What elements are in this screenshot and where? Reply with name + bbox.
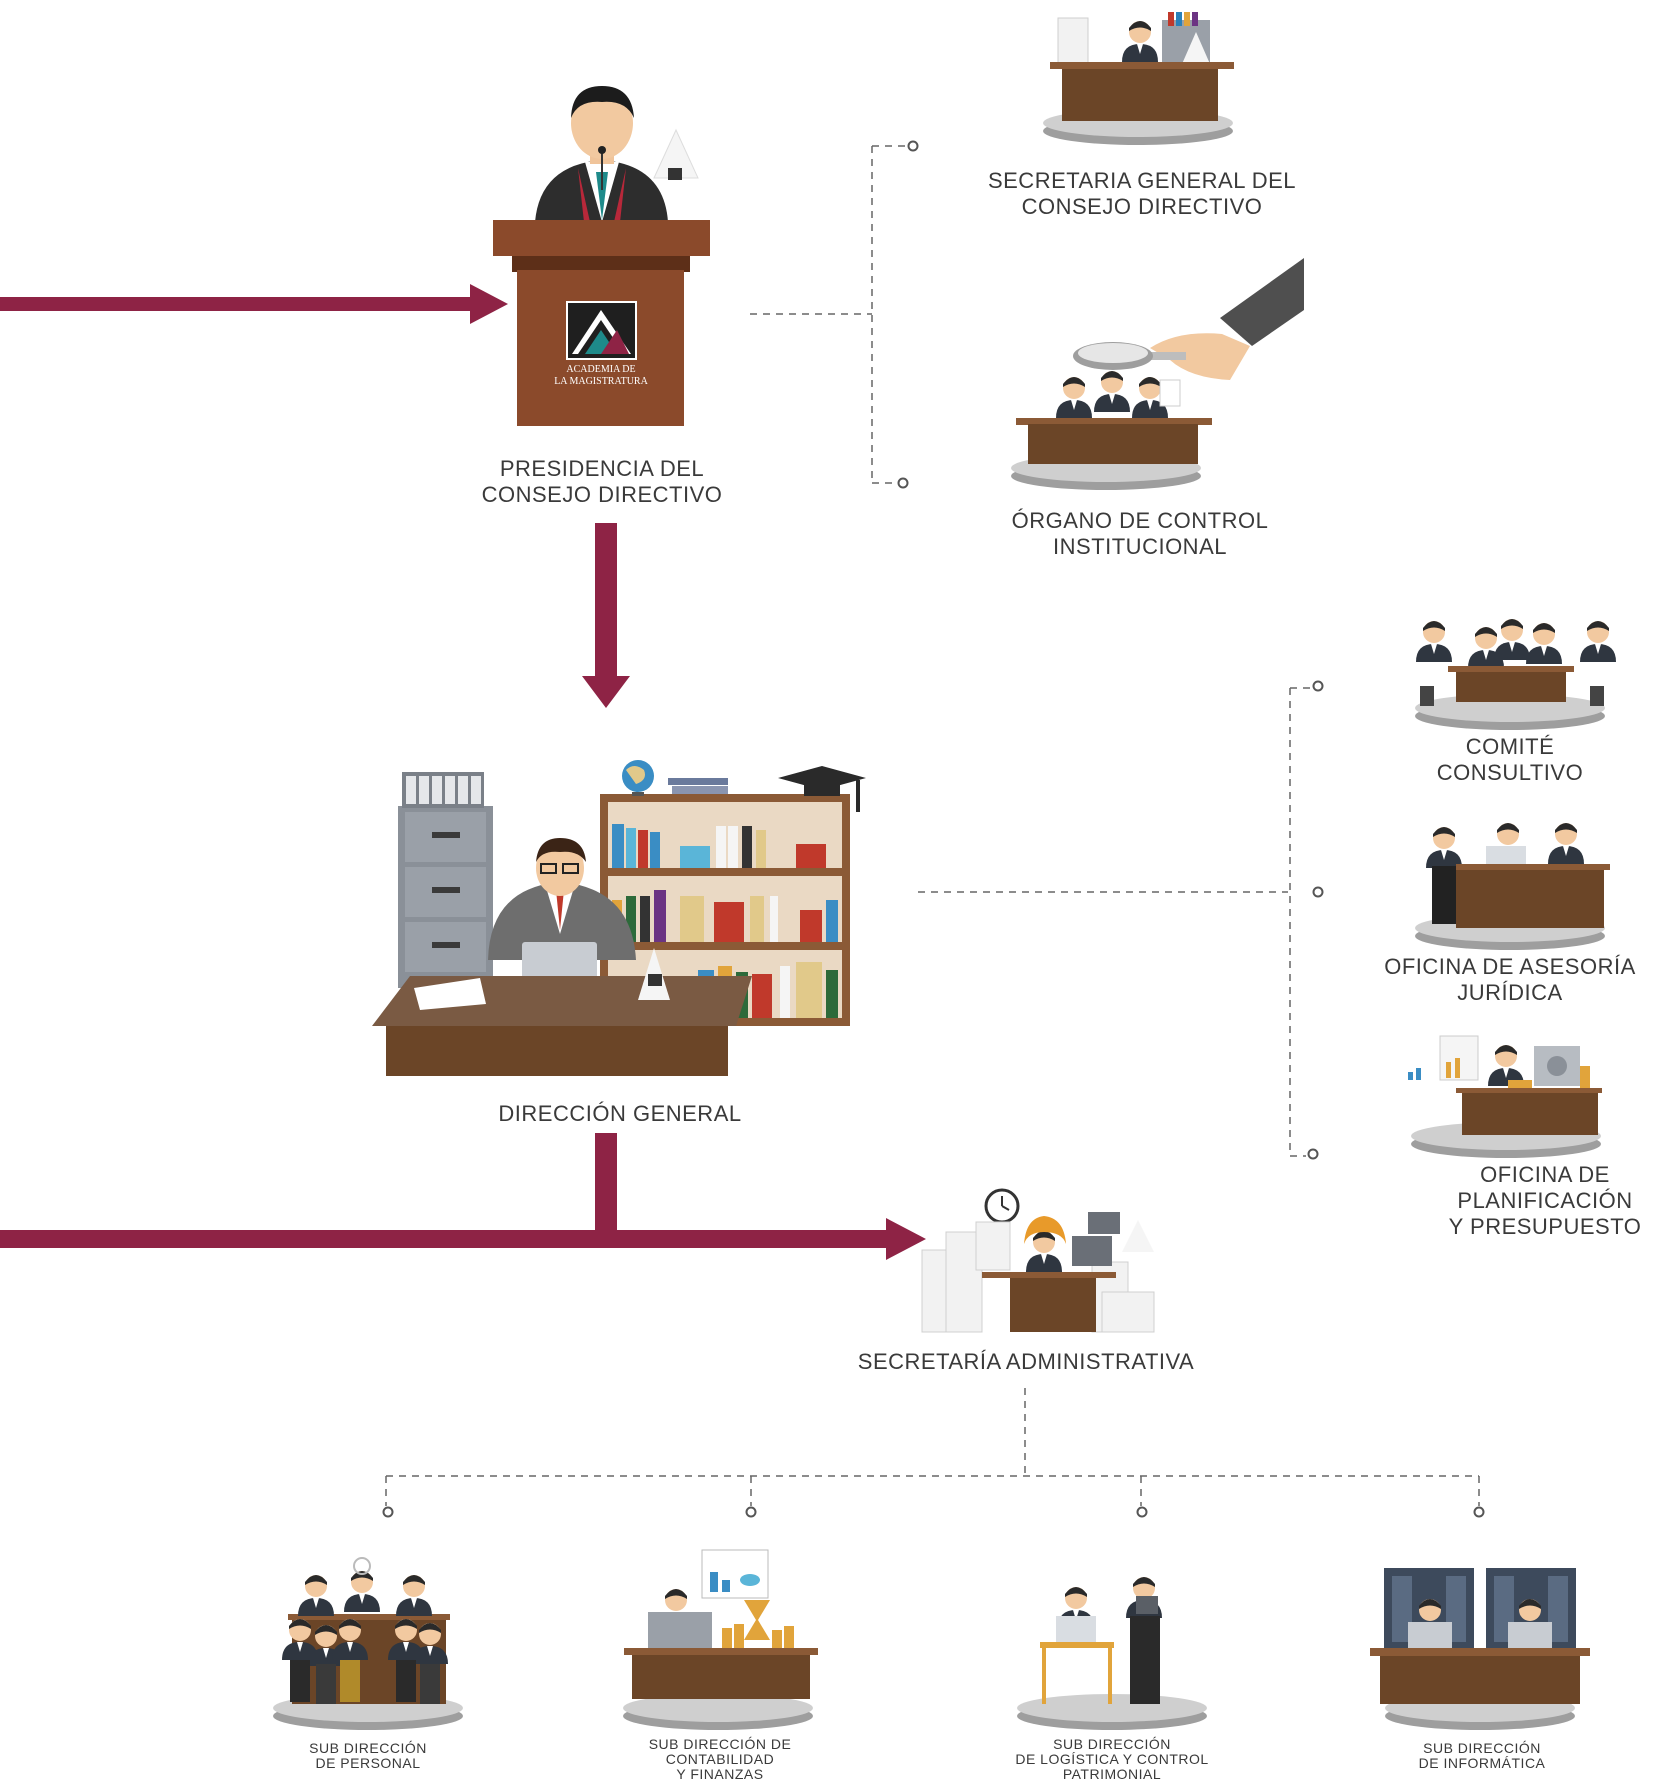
label-secretaria-general-line-2: CONSEJO DIRECTIVO: [1021, 194, 1263, 219]
connector-dot-asesoria: [1312, 886, 1324, 898]
label-sub-logistica-line-3: PATRIMONIAL: [1062, 1766, 1162, 1782]
legal-team-icon: [1415, 823, 1610, 950]
label-comite-line-1: COMITÉ: [1465, 734, 1555, 759]
label-organo-control: ÓRGANO DE CONTROL INSTITUCIONAL: [990, 508, 1290, 560]
arrow-direccion-to-secretaria-admin: [0, 1133, 926, 1260]
planning-budget-icon: [1408, 1035, 1602, 1158]
logo-line-2: LA MAGISTRATURA: [554, 376, 648, 387]
label-planificacion-line-2: PLANIFICACIÓN: [1457, 1188, 1633, 1213]
label-presidencia: PRESIDENCIA DEL CONSEJO DIRECTIVO: [462, 456, 742, 508]
label-sub-logistica: SUB DIRECCIÓN DE LOGÍSTICA Y CONTROL PAT…: [1002, 1737, 1222, 1782]
connector-dot-sub-personal: [382, 1506, 394, 1518]
arrow-presidencia-to-direccion: [582, 523, 630, 708]
label-sub-informatica: SUB DIRECCIÓN DE INFORMÁTICA: [1392, 1741, 1572, 1771]
connector-direccion-branch: [918, 687, 1310, 1157]
arrow-into-presidencia: [0, 284, 508, 324]
connector-dot-planificacion: [1307, 1148, 1319, 1160]
label-sub-personal-line-1: SUB DIRECCIÓN: [309, 1740, 427, 1756]
secretary-desk-icon: [1043, 12, 1234, 145]
label-planificacion-line-3: Y PRESUPUESTO: [1448, 1214, 1642, 1239]
academia-logo: ACADEMIA DE LA MAGISTRATURA: [554, 301, 649, 387]
label-sub-logistica-line-1: SUB DIRECCIÓN: [1053, 1736, 1171, 1752]
magnifier-audit-icon: [1011, 258, 1304, 490]
label-asesoria: OFICINA DE ASESORÍA JURÍDICA: [1370, 954, 1650, 1006]
label-organo-control-line-1: ÓRGANO DE CONTROL: [1011, 508, 1269, 533]
label-secretaria-general-line-1: SECRETARIA GENERAL DEL: [987, 168, 1297, 193]
connector-dot-secretaria-general: [907, 140, 919, 152]
label-sub-informatica-line-2: DE INFORMÁTICA: [1418, 1755, 1546, 1771]
label-direccion-general-line-1: DIRECCIÓN GENERAL: [498, 1101, 742, 1126]
director-office-icon: [372, 760, 866, 1076]
label-asesoria-line-1: OFICINA DE ASESORÍA: [1384, 954, 1636, 979]
label-sub-contabilidad-line-3: Y FINANZAS: [676, 1766, 764, 1782]
label-sub-contabilidad: SUB DIRECCIÓN DE CONTABILIDAD Y FINANZAS: [628, 1737, 812, 1782]
logo-line-1: ACADEMIA DE: [566, 364, 635, 375]
staff-group-icon: [273, 1557, 463, 1730]
podium-speaker-icon: ACADEMIA DE LA MAGISTRATURA: [493, 86, 710, 426]
label-sub-informatica-line-1: SUB DIRECCIÓN: [1423, 1740, 1541, 1756]
connector-presidencia-branch: [750, 145, 906, 484]
label-secretaria-admin-line-1: SECRETARÍA ADMINISTRATIVA: [857, 1349, 1195, 1374]
label-presidencia-line-2: CONSEJO DIRECTIVO: [481, 482, 723, 507]
meeting-table-icon: [1415, 619, 1616, 730]
label-sub-contabilidad-line-1: SUB DIRECCIÓN DE: [648, 1736, 792, 1752]
label-comite: COMITÉ CONSULTIVO: [1410, 734, 1610, 786]
connector-secretaria-admin-branch: [385, 1388, 1480, 1506]
label-sub-logistica-line-2: DE LOGÍSTICA Y CONTROL: [1015, 1751, 1209, 1767]
connector-dot-sub-logistica: [1136, 1506, 1148, 1518]
logistics-icon: [1017, 1577, 1207, 1730]
label-sub-personal: SUB DIRECCIÓN DE PERSONAL: [276, 1741, 460, 1771]
server-room-icon: [1370, 1568, 1590, 1730]
connector-dot-comite: [1312, 680, 1324, 692]
label-planificacion: OFICINA DE PLANIFICACIÓN Y PRESUPUESTO: [1436, 1162, 1654, 1240]
admin-secretary-icon: [921, 1188, 1155, 1333]
connector-dot-sub-informatica: [1473, 1506, 1485, 1518]
accounting-icon: [623, 1549, 818, 1730]
label-secretaria-general: SECRETARIA GENERAL DEL CONSEJO DIRECTIVO: [962, 168, 1322, 220]
label-planificacion-line-1: OFICINA DE: [1480, 1162, 1610, 1187]
label-secretaria-admin: SECRETARÍA ADMINISTRATIVA: [836, 1349, 1216, 1375]
label-direccion-general: DIRECCIÓN GENERAL: [470, 1101, 770, 1127]
label-sub-contabilidad-line-2: CONTABILIDAD: [665, 1751, 775, 1767]
connector-dot-sub-contabilidad: [745, 1506, 757, 1518]
label-comite-line-2: CONSULTIVO: [1436, 760, 1584, 785]
connector-dot-organo-control: [897, 477, 909, 489]
label-presidencia-line-1: PRESIDENCIA DEL: [499, 456, 705, 481]
label-organo-control-line-2: INSTITUCIONAL: [1053, 534, 1227, 559]
label-sub-personal-line-2: DE PERSONAL: [315, 1755, 421, 1771]
label-asesoria-line-2: JURÍDICA: [1457, 980, 1563, 1005]
